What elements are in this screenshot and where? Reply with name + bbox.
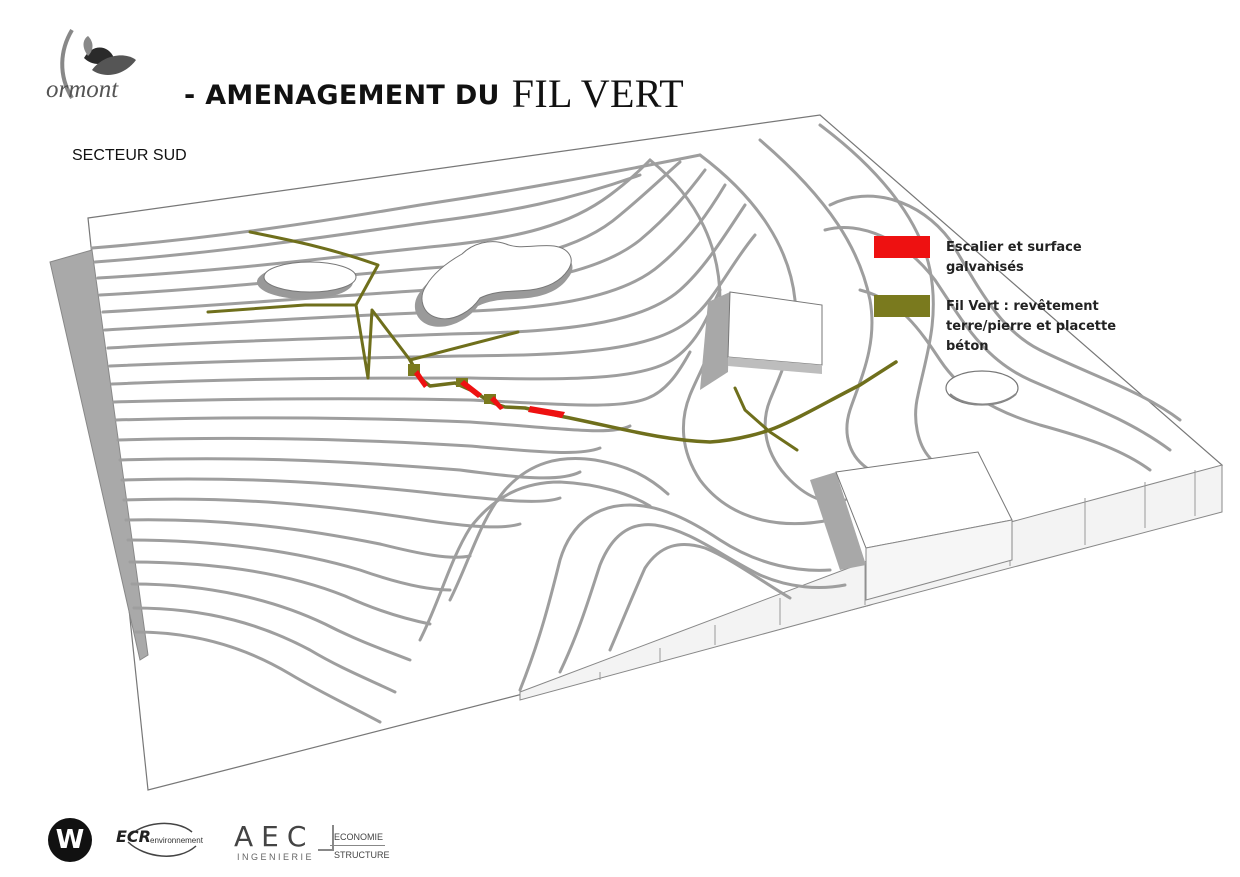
- building-block-lower: [810, 451, 1013, 601]
- legend-swatch-fil-vert: [874, 295, 930, 317]
- building-cluster: [414, 241, 573, 327]
- aec-logo-text: AEC: [234, 820, 315, 853]
- w-logo: W: [48, 818, 92, 862]
- building-block-upper: [700, 291, 823, 390]
- page-title: - AMENAGEMENT DU FIL VERT: [184, 70, 684, 117]
- ecr-swoosh-icon: [127, 822, 197, 857]
- legend: Escalier et surface galvanisés Fil Vert …: [874, 236, 1156, 376]
- model-base-top: [87, 114, 1224, 791]
- title-accent: FIL VERT: [511, 71, 685, 116]
- model-left-wall: [49, 249, 149, 661]
- legend-label-stairs: Escalier et surface galvanisés: [946, 240, 1082, 275]
- sector-label: SECTEUR SUD: [72, 147, 187, 164]
- legend-swatch-stairs: [874, 236, 930, 258]
- aec-logo-subtext: INGENIERIE: [237, 852, 315, 862]
- legend-item-stairs: Escalier et surface galvanisés: [874, 236, 1156, 278]
- aec-logo-mark: [318, 825, 334, 851]
- building-oval-left: [257, 261, 357, 299]
- title-prefix: - AMENAGEMENT DU: [184, 80, 500, 111]
- ormont-logo-text: ormont: [46, 76, 119, 103]
- building-disc-right: [945, 370, 1019, 406]
- aec-economie-text: ECONOMIE: [334, 832, 384, 842]
- legend-item-fil-vert: Fil Vert : revêtement terre/pierre et pl…: [874, 295, 1156, 357]
- ormont-leaf-icon: [60, 28, 136, 100]
- aec-structure-text: STRUCTURE: [334, 850, 390, 860]
- ecr-logo-subtext: environnement: [150, 836, 203, 845]
- galvanized-stairs: [414, 370, 565, 418]
- aec-logo-divider: [330, 845, 385, 846]
- ecr-logo-text: ECR: [116, 827, 151, 846]
- legend-label-fil-vert: Fil Vert : revêtement terre/pierre et pl…: [946, 299, 1117, 354]
